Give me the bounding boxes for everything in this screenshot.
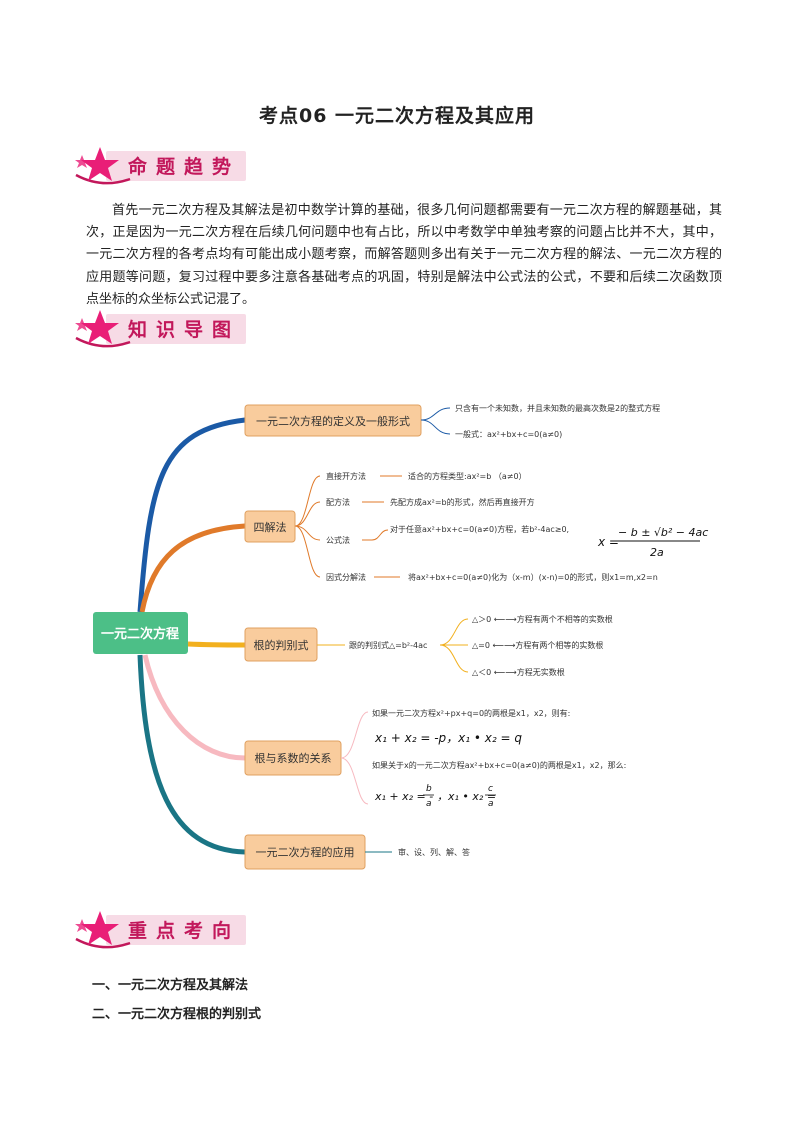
banner-key-points: 重点考向 (72, 909, 250, 955)
branch-vieta (145, 655, 245, 758)
definition-leaf-1: 只含有一个未知数，并且未知数的最高次数是2的整式方程 (455, 403, 660, 413)
branch-methods (142, 526, 245, 612)
node-definition-label: 一元二次方程的定义及一般形式 (256, 414, 410, 428)
section-heading-2: 二、一元二次方程根的判别式 (92, 1003, 261, 1022)
branch-discriminant (188, 644, 245, 645)
method-desc-3: 对于任意ax²+bx+c=0(a≠0)方程，若b²-4ac≥0, (390, 524, 569, 534)
discriminant-def: 跟的判别式△=b²-4ac (349, 640, 427, 650)
discriminant-case-3: △＜0 ⟵⟶方程无实数根 (472, 667, 565, 677)
node-application-label: 一元二次方程的应用 (256, 845, 355, 859)
discriminant-case-1: △＞0 ⟵⟶方程有两个不相等的实数根 (472, 614, 613, 624)
method-name-4: 因式分解法 (326, 572, 366, 582)
formula-denominator: 2a (650, 546, 664, 559)
branch-definition (140, 420, 245, 612)
method-name-1: 直接开方法 (326, 471, 366, 481)
banner-label: 重点考向 (128, 916, 240, 943)
connector (421, 408, 450, 434)
method-desc-2: 先配方成ax²=b的形式，然后再直接开方 (390, 497, 535, 507)
star-swoosh-icon (72, 909, 132, 955)
application-leaf: 审、设、列、解、答 (398, 847, 470, 857)
connector (295, 476, 320, 577)
vieta-line-2: 如果关于x的一元二次方程ax²+bx+c=0(a≠0)的两根是x1，x2，那么: (372, 760, 626, 770)
method-name-2: 配方法 (326, 497, 350, 507)
discriminant-case-2: △=0 ⟵⟶方程有两个相等的实数根 (472, 640, 603, 650)
vieta-formula-1: x₁ + x₂ = -p，x₁ • x₂ = q (374, 731, 522, 745)
method-desc-4: 将ax²+bx+c=0(a≠0)化为（x-m）(x-n)=0的形式，则x1=m,… (408, 572, 658, 582)
formula-lhs: x = (597, 535, 619, 549)
connector (341, 712, 368, 804)
vieta-den-a: a (488, 799, 494, 809)
vieta-num-b: b (426, 784, 432, 794)
node-methods-label: 四解法 (254, 520, 287, 534)
root-label: 一元二次方程 (101, 626, 179, 642)
formula-numerator: − b ± √b² − 4ac (618, 526, 708, 539)
method-name-3: 公式法 (326, 535, 350, 545)
method-desc-1: 适合的方程类型:ax²=b （a≠0） (408, 471, 527, 481)
connector (362, 530, 388, 540)
vieta-num-c: c (488, 784, 493, 794)
node-discriminant-label: 根的判别式 (254, 638, 309, 652)
definition-leaf-2: 一般式：ax²+bx+c=0(a≠0) (455, 429, 562, 439)
vieta-line-1: 如果一元二次方程x²+px+q=0的两根是x1，x2，则有: (372, 708, 570, 718)
connector (440, 619, 468, 672)
vieta-den-a: a (426, 799, 432, 809)
node-vieta-label: 根与系数的关系 (255, 751, 332, 765)
vieta-formula-2-part1: x₁ + x₂ = - (374, 790, 433, 803)
section-heading-1: 一、一元二次方程及其解法 (92, 974, 248, 993)
